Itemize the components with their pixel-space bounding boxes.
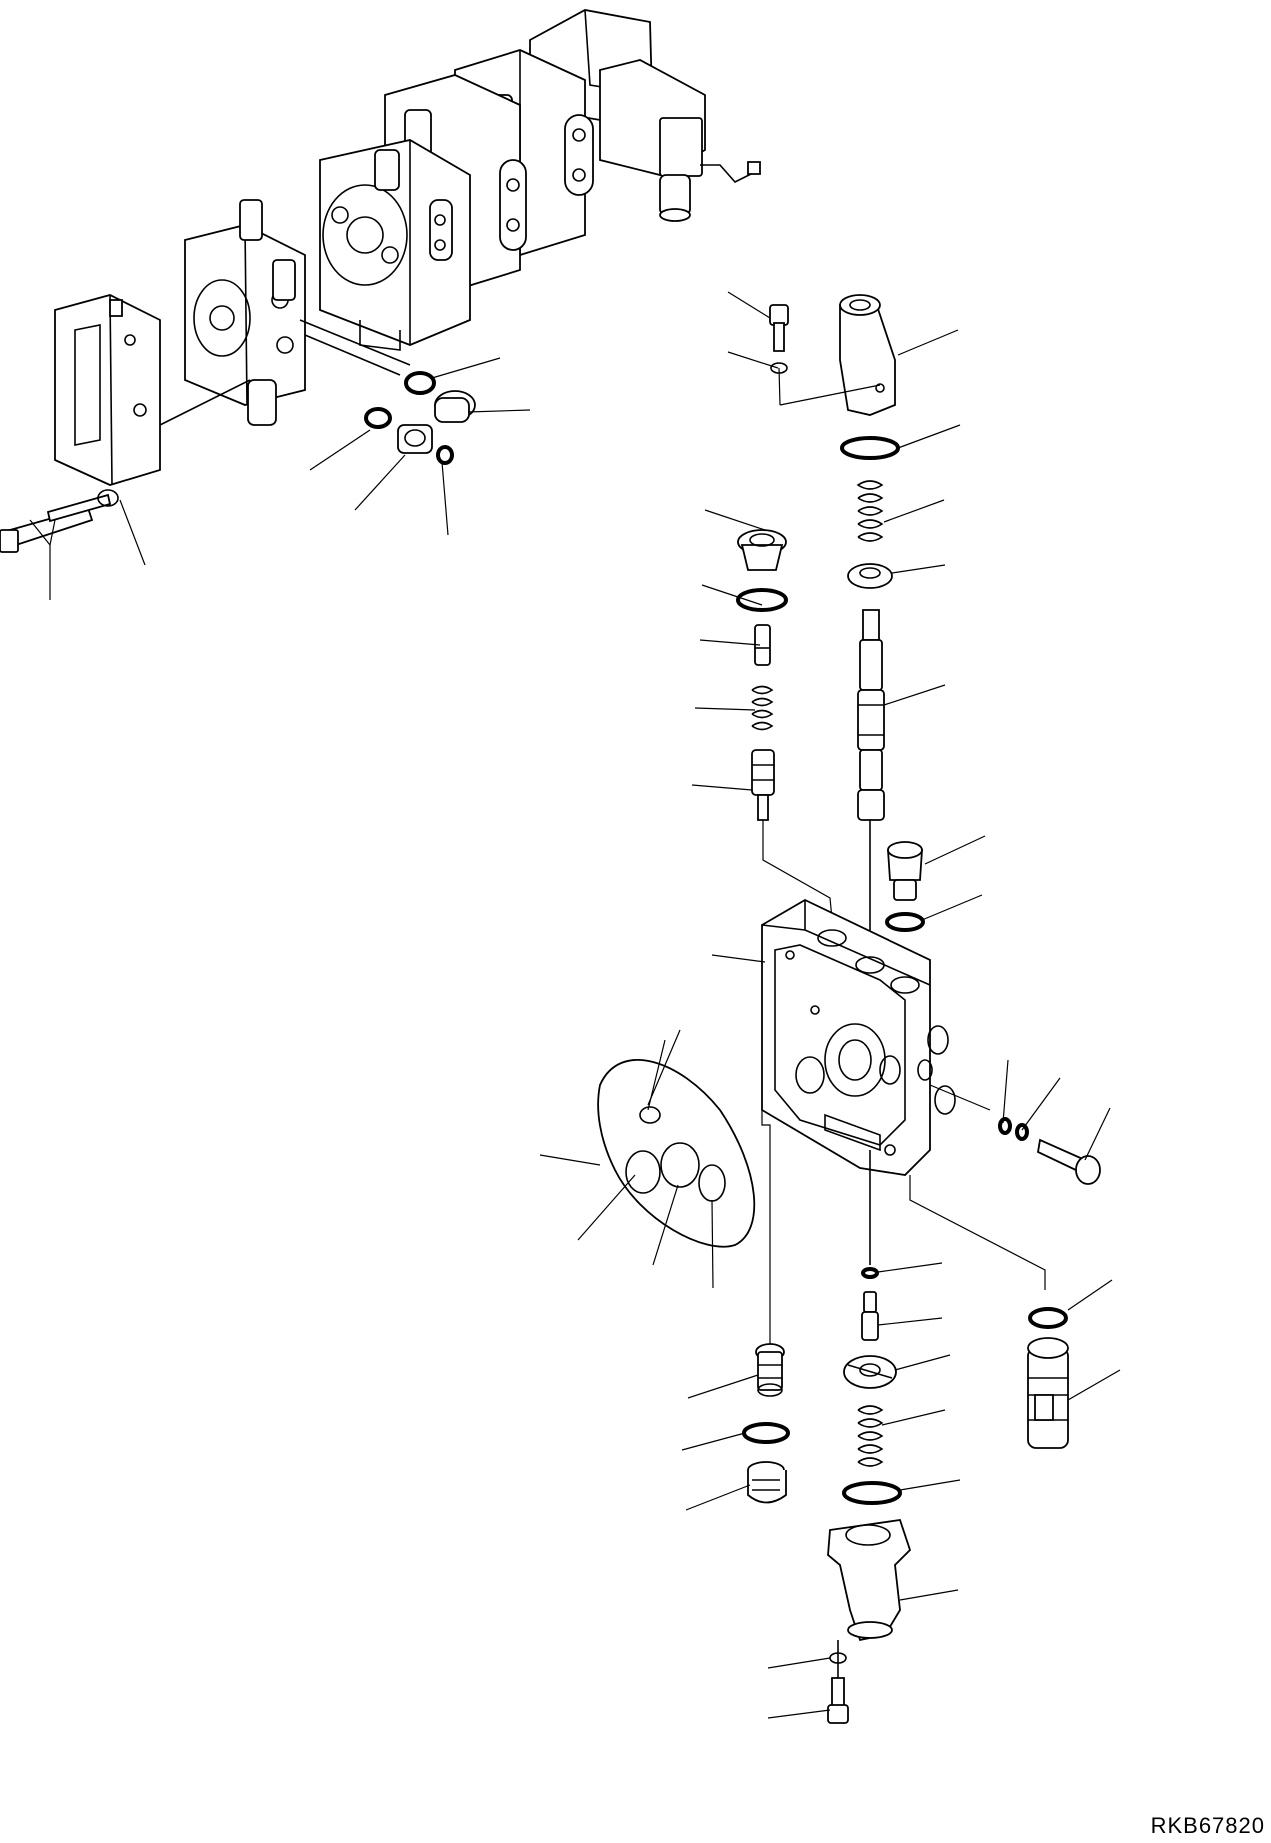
spring-lower <box>858 1406 882 1466</box>
spring-case-top <box>840 295 895 415</box>
guide-relief <box>910 1175 1045 1290</box>
suction-valve <box>756 1344 784 1396</box>
check-valve-poppet <box>755 625 770 665</box>
gasket <box>598 1060 754 1247</box>
drawing-code: RKB67820 <box>1150 1813 1265 1838</box>
o-ring-check <box>738 590 786 610</box>
o-ring-top-left <box>366 373 434 427</box>
spring-upper <box>858 481 882 541</box>
fitting <box>398 425 432 453</box>
spring-retainer <box>844 1356 896 1388</box>
o-ring-upper <box>842 438 898 458</box>
side-pin <box>930 1085 1100 1184</box>
spring-case-bottom <box>828 1520 910 1640</box>
cap-screw-bottom <box>828 1653 848 1723</box>
control-valve-assembly <box>320 10 760 350</box>
leader-lines-top-left <box>30 358 530 600</box>
guide-suction <box>762 1110 770 1345</box>
o-ring-lower <box>844 1483 900 1503</box>
o-ring-suction <box>744 1424 788 1442</box>
cap-screw-top <box>770 305 788 373</box>
spool <box>858 610 884 820</box>
relief-valve-o-ring <box>1030 1309 1066 1327</box>
check-valve-spring <box>752 687 772 730</box>
spring-seat-upper <box>848 564 892 588</box>
backup-ring <box>438 447 452 463</box>
o-ring-relief <box>887 914 923 930</box>
valve-body <box>762 900 955 1175</box>
pilot-poppet <box>862 1269 878 1340</box>
end-cover <box>55 295 160 485</box>
leader-lines-right <box>540 292 1120 1718</box>
plug <box>435 391 475 422</box>
suction-plug <box>748 1462 786 1503</box>
leader-case <box>780 385 880 405</box>
relief-plug <box>888 842 922 900</box>
relief-valve <box>1028 1338 1068 1448</box>
valve-section-exploded <box>160 200 410 425</box>
check-valve-plug <box>738 530 786 570</box>
mounting-bolt <box>0 495 110 552</box>
washer <box>98 490 118 506</box>
suction-valve-upper <box>752 750 774 820</box>
